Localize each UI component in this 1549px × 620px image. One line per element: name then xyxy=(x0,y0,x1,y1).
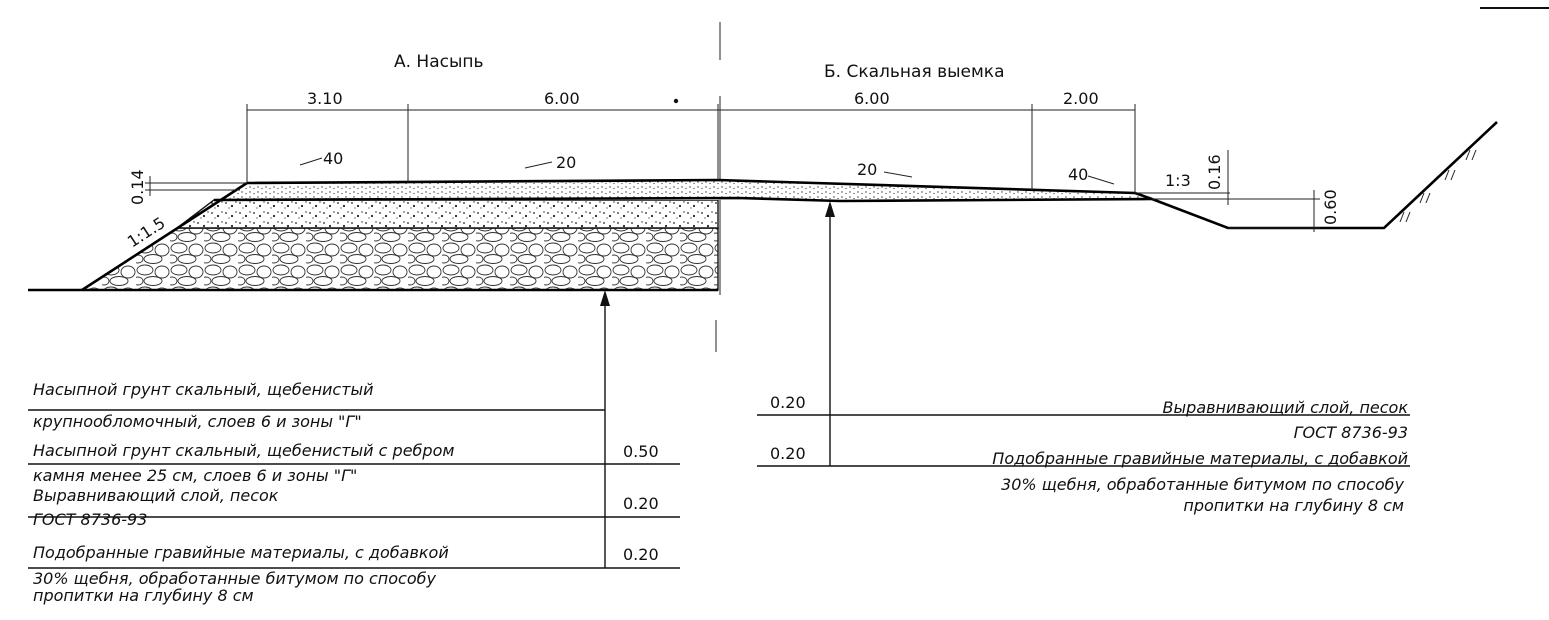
sand-leveling-layer-left xyxy=(214,180,738,200)
left-legend-layer1-line1: Насыпной грунт скальный, щебенистый xyxy=(33,380,374,399)
thickness-label-left: 0.14 xyxy=(128,169,147,205)
rock-fill-layer xyxy=(79,227,719,291)
thickness-dimension-left xyxy=(145,176,247,196)
cross-slope-label-1: 40 xyxy=(323,149,343,168)
scan-dot xyxy=(673,98,679,104)
right-legend-layer2-line2: 30% щебня, обработанные битумом по спосо… xyxy=(1001,475,1404,494)
cross-slope-arrow-3 xyxy=(883,171,913,178)
ditch-depth-label: 0.60 xyxy=(1321,189,1340,225)
right-legend-layer1-line1: Выравнивающий слой, песок xyxy=(1163,398,1409,417)
right-legend-layer1-thickness: 0.20 xyxy=(770,393,806,412)
thickness-label-right: 0.16 xyxy=(1205,154,1224,190)
right-legend-layer2-line3: пропитки на глубину 8 см xyxy=(1183,496,1404,515)
thickness-dimension-right xyxy=(1135,150,1320,232)
left-legend-rules xyxy=(28,409,680,569)
left-legend-layer2-thickness: 0.50 xyxy=(623,442,659,461)
title-embankment: А. Насыпь xyxy=(394,52,484,72)
left-legend-layer2-line1: Насыпной грунт скальный, щебенистый с ре… xyxy=(33,441,454,460)
dimension-width-1: 3.10 xyxy=(307,89,343,108)
left-legend-layer4-line3: пропитки на глубину 8 см xyxy=(33,586,254,605)
cross-slope-arrow-2 xyxy=(524,161,553,169)
right-legend-rules xyxy=(757,414,1410,467)
ditch-slope-ratio: 1:3 xyxy=(1165,171,1191,190)
right-legend-layer1-line2: ГОСТ 8736-93 xyxy=(1294,423,1408,442)
left-legend-layer3-line2: ГОСТ 8736-93 xyxy=(33,510,147,529)
dimension-width-2: 6.00 xyxy=(544,89,580,108)
crushed-stone-layer xyxy=(174,199,719,229)
cross-slope-label-3: 20 xyxy=(857,160,877,179)
pavement-bottom xyxy=(213,196,1153,203)
leader-left xyxy=(600,290,610,568)
dimension-width-3: 6.00 xyxy=(854,89,890,108)
left-legend-layer3-thickness: 0.20 xyxy=(623,494,659,513)
left-legend-layer4-thickness: 0.20 xyxy=(623,545,659,564)
left-legend-layer2-line2: камня менее 25 см, слоев 6 и зоны "Г" xyxy=(33,466,357,485)
left-legend-layer4-line1: Подобранные гравийные материалы, с добав… xyxy=(33,543,449,562)
sand-leveling-layer-right xyxy=(718,180,1152,201)
dimension-width-4: 2.00 xyxy=(1063,89,1099,108)
left-legend-layer4-line2: 30% щебня, обработанные битумом по спосо… xyxy=(33,569,436,588)
right-legend-layer2-thickness: 0.20 xyxy=(770,444,806,463)
cross-slope-label-2: 20 xyxy=(556,153,576,172)
right-legend-layer2-line1: Подобранные гравийные материалы, с добав… xyxy=(992,449,1408,468)
cross-slope-label-4: 40 xyxy=(1068,165,1088,184)
shoulder-edge xyxy=(1134,191,1153,201)
top-dimension-chain xyxy=(246,104,1136,193)
cross-slope-arrow-4 xyxy=(1087,175,1115,185)
title-rock-cut: Б. Скальная выемка xyxy=(824,62,1004,82)
leader-right xyxy=(825,201,835,466)
cross-slope-arrow-1 xyxy=(299,157,323,166)
left-legend-layer3-line1: Выравнивающий слой, песок xyxy=(33,486,279,505)
left-legend-layer1-line2: крупнообломочный, слоев 6 и зоны "Г" xyxy=(33,412,362,431)
rock-hatch-marks xyxy=(1399,149,1477,223)
